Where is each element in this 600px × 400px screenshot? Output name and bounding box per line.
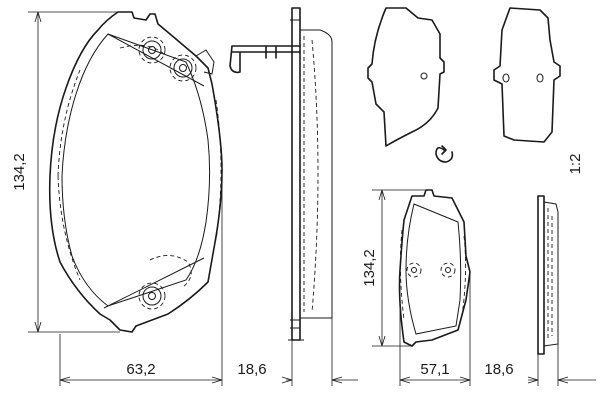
scale-label: 1:2: [567, 154, 584, 175]
small-width-label: 57,1: [420, 361, 449, 378]
small-pad-hidden-edge: [399, 229, 467, 321]
shim-left-outline: [367, 7, 445, 147]
small-pad-hole-right-center: [445, 267, 451, 273]
small-side-hidden-profile: [547, 208, 553, 340]
large-pad-clip-hole-bottom: [138, 282, 166, 310]
large-pad-front-view: [48, 11, 223, 333]
small-pad-friction-outline: [405, 203, 462, 335]
large-height-label: 134,2: [11, 153, 28, 191]
large-pad-friction-outline: [61, 33, 211, 307]
large-pad-hidden-edge-right: [215, 99, 222, 241]
shim-right-outline: [493, 7, 561, 143]
large-thickness-label: 18,6: [237, 361, 266, 378]
large-width-label: 63,2: [126, 361, 155, 378]
small-height-label: 134,2: [361, 249, 378, 287]
large-pad-chamfer-bottom: [103, 257, 205, 309]
large-pad-hidden-shim: [119, 44, 192, 287]
small-pad-hole-left-center: [411, 267, 417, 273]
large-side-friction-block: [300, 29, 333, 319]
large-pad-wear-sensor-tab: [195, 49, 215, 75]
large-side-backing-plate: [291, 7, 301, 341]
small-pad-hole-right: [440, 262, 456, 278]
small-pad-front-view: [398, 189, 471, 347]
large-side-hidden-profile: [303, 36, 319, 313]
wear-indicator-icon: [435, 145, 454, 163]
large-side-steps: [288, 19, 304, 341]
shim-right-hole-left: [502, 73, 510, 83]
shim-left-view: [367, 7, 445, 147]
large-pad-clip-hole-mid: [169, 54, 197, 82]
small-pad-side-view: [537, 195, 559, 355]
dimension-lines: [28, 11, 596, 386]
small-pad-hole-left: [406, 262, 422, 278]
large-pad-backing-plate: [48, 11, 223, 333]
shim-left-hole: [420, 72, 428, 80]
small-side-backing-plate: [537, 195, 545, 355]
large-pad-side-view: [229, 7, 333, 341]
small-pad-backing-plate: [398, 189, 471, 347]
large-pad-clip-hole-top: [138, 36, 166, 64]
small-thickness-label: 18,6: [484, 361, 513, 378]
large-side-wear-clip: [229, 45, 301, 74]
large-pad-chamfer-top: [107, 33, 205, 87]
small-side-friction-block: [543, 201, 559, 347]
shim-right-hole-right: [536, 73, 544, 83]
shim-right-view: [493, 7, 561, 143]
